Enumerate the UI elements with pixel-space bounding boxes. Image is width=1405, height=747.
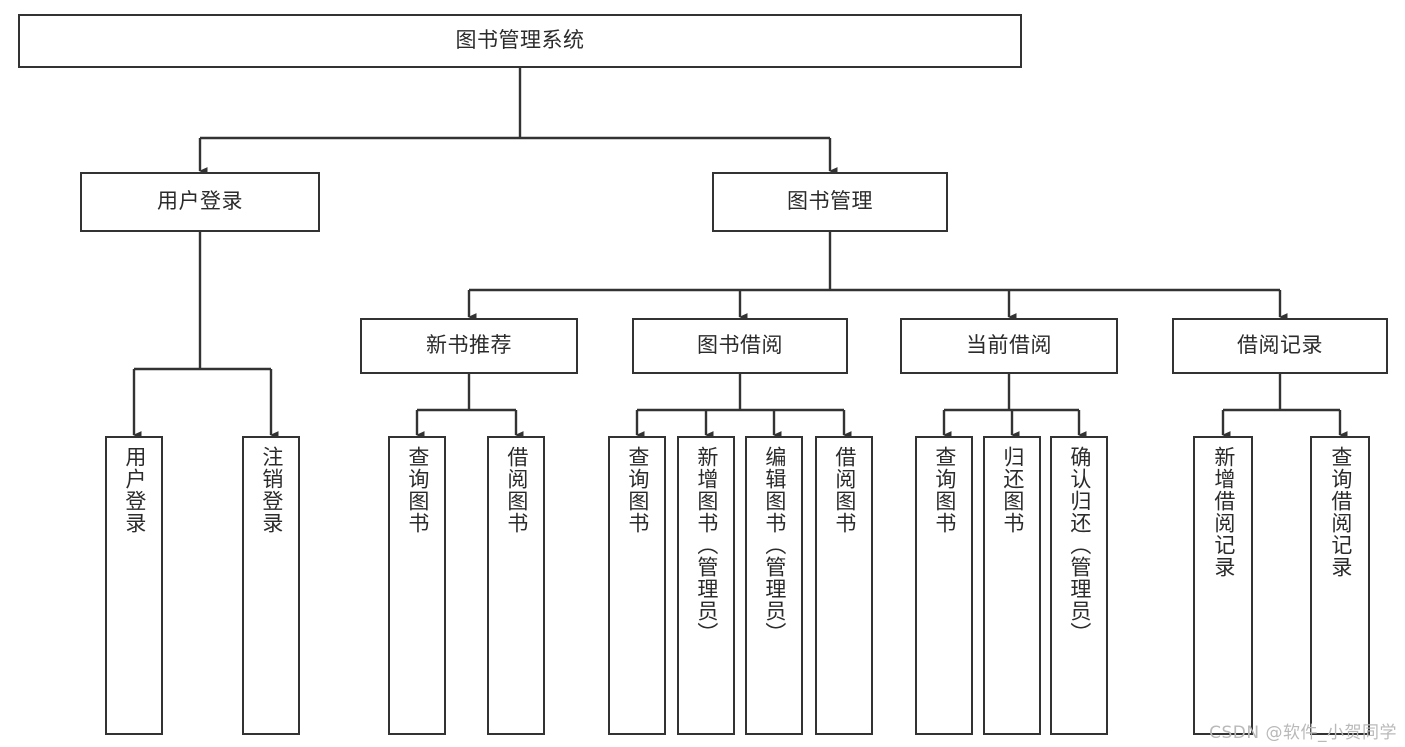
node-leaf_edit_book[interactable]: 编辑图书（管理员） bbox=[745, 436, 803, 735]
node-leaf_add_book[interactable]: 新增图书（管理员） bbox=[677, 436, 735, 735]
node-leaf_query_cb[interactable]: 查询图书 bbox=[915, 436, 973, 735]
node-label: 当前借阅 bbox=[966, 333, 1052, 358]
node-label: 查询借阅记录 bbox=[1328, 446, 1353, 578]
node-label: 新增借阅记录 bbox=[1211, 446, 1236, 578]
node-root[interactable]: 图书管理系统 bbox=[18, 14, 1022, 68]
node-label: 归还图书 bbox=[1000, 446, 1025, 534]
node-label: 借阅记录 bbox=[1237, 333, 1323, 358]
node-user_login[interactable]: 用户登录 bbox=[80, 172, 320, 232]
node-label: 确认归还（管理员） bbox=[1067, 446, 1092, 644]
node-leaf_borrow_nb[interactable]: 借阅图书 bbox=[487, 436, 545, 735]
node-label: 用户登录 bbox=[122, 446, 147, 534]
node-label: 查询图书 bbox=[405, 446, 430, 534]
node-label: 注销登录 bbox=[259, 446, 284, 534]
node-label: 借阅图书 bbox=[504, 446, 529, 534]
node-leaf_logout[interactable]: 注销登录 bbox=[242, 436, 300, 735]
node-label: 查询图书 bbox=[932, 446, 957, 534]
node-new_book_rec[interactable]: 新书推荐 bbox=[360, 318, 578, 374]
node-leaf_return[interactable]: 归还图书 bbox=[983, 436, 1041, 735]
node-label: 编辑图书（管理员） bbox=[762, 446, 787, 644]
node-book_borrow[interactable]: 图书借阅 bbox=[632, 318, 848, 374]
node-leaf_user_login[interactable]: 用户登录 bbox=[105, 436, 163, 735]
node-leaf_add_rec[interactable]: 新增借阅记录 bbox=[1193, 436, 1253, 735]
node-label: 图书管理 bbox=[787, 189, 873, 214]
node-leaf_confirm[interactable]: 确认归还（管理员） bbox=[1050, 436, 1108, 735]
node-label: 图书管理系统 bbox=[455, 28, 585, 53]
node-label: 新书推荐 bbox=[426, 333, 512, 358]
node-book_manage[interactable]: 图书管理 bbox=[712, 172, 948, 232]
node-label: 查询图书 bbox=[625, 446, 650, 534]
node-borrow_record[interactable]: 借阅记录 bbox=[1172, 318, 1388, 374]
node-leaf_query_rec[interactable]: 查询借阅记录 bbox=[1310, 436, 1370, 735]
node-current_borrow[interactable]: 当前借阅 bbox=[900, 318, 1118, 374]
node-label: 新增图书（管理员） bbox=[694, 446, 719, 644]
node-label: 用户登录 bbox=[157, 189, 243, 214]
node-leaf_query_nb[interactable]: 查询图书 bbox=[388, 436, 446, 735]
node-label: 借阅图书 bbox=[832, 446, 857, 534]
node-label: 图书借阅 bbox=[697, 333, 783, 358]
csdn-watermark: CSDN @软件_小贺同学 bbox=[1209, 723, 1397, 743]
node-leaf_borrow_bb[interactable]: 借阅图书 bbox=[815, 436, 873, 735]
node-leaf_query_bb[interactable]: 查询图书 bbox=[608, 436, 666, 735]
